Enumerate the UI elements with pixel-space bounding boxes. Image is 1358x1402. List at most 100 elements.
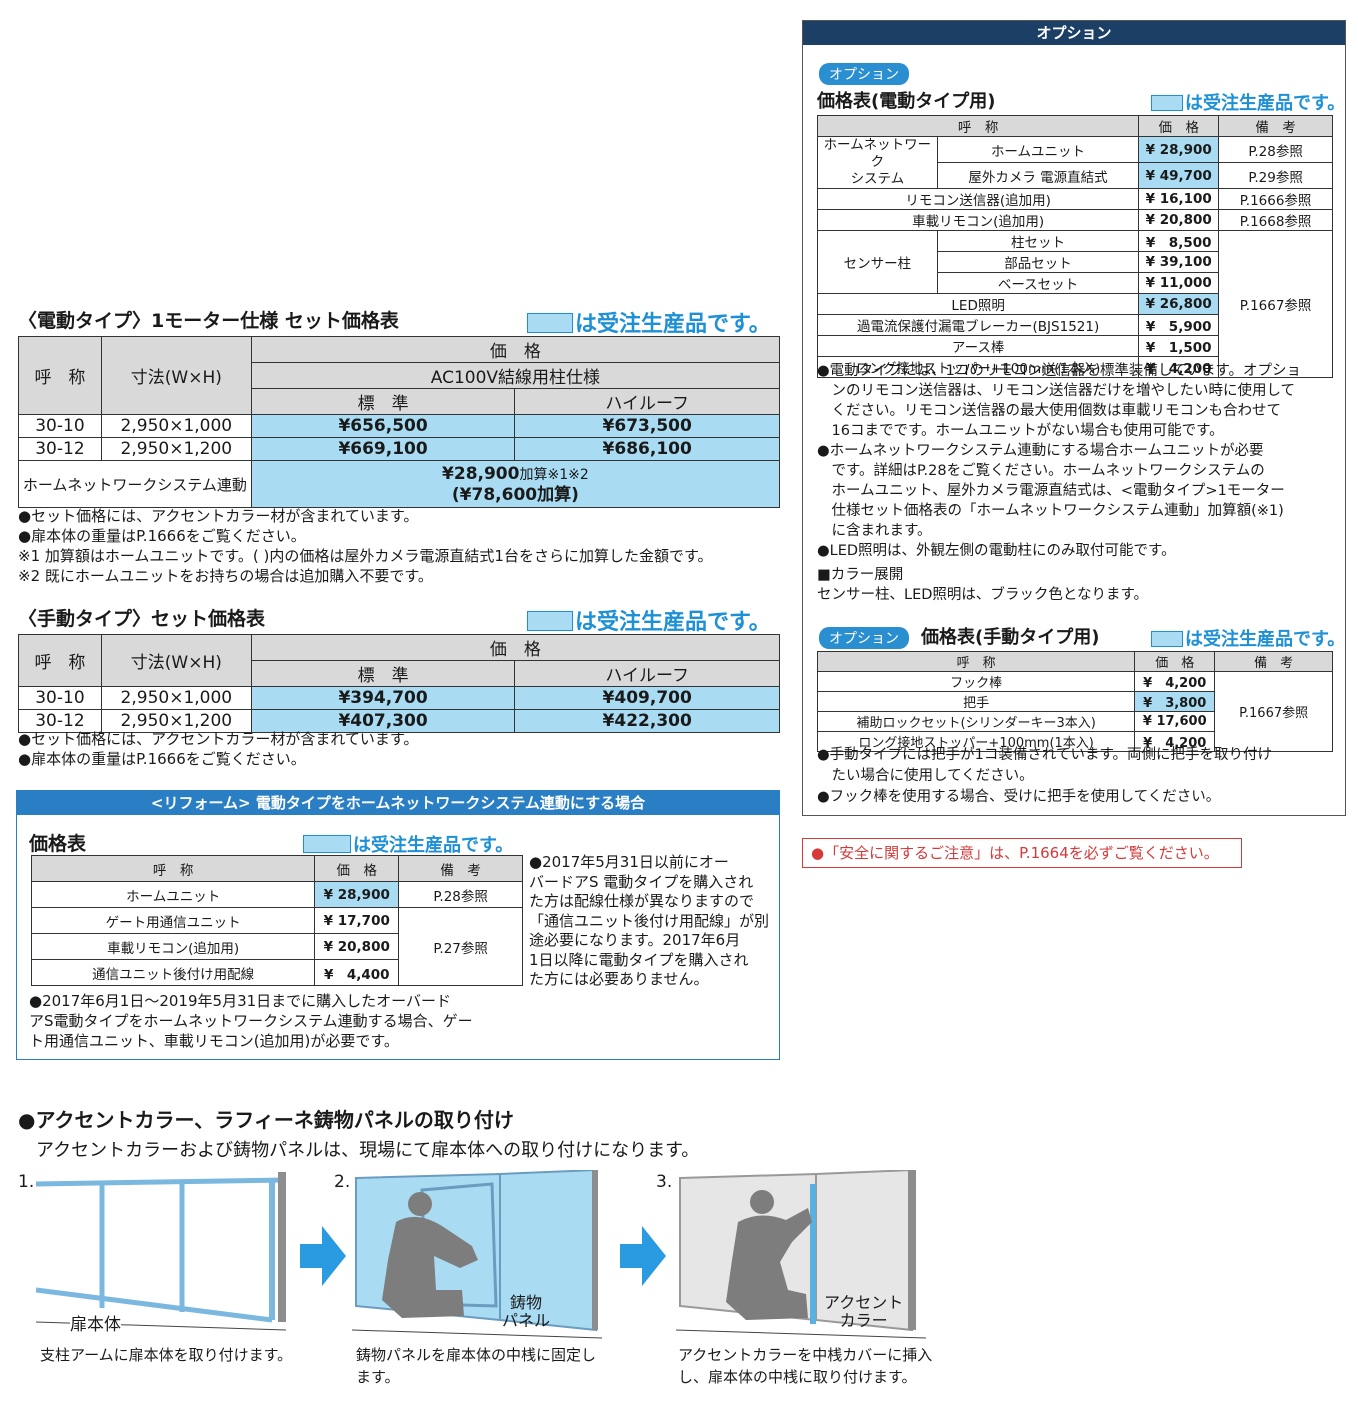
- manual-legend: は受注生産品です。: [527, 604, 771, 636]
- row-price: ¥ 8,500: [1138, 230, 1220, 252]
- reform-title: 価格表: [29, 833, 87, 855]
- legend-text: は受注生産品です。: [1185, 93, 1346, 114]
- row-price: ¥ 11,000: [1138, 272, 1220, 294]
- row-name: 車載リモコン(追加用): [816, 209, 1140, 231]
- arrow-right-icon: [620, 1226, 666, 1286]
- row-name: 補助ロックセット(シリンダーキー3本入): [816, 711, 1136, 732]
- table-row: ロング接地ストッパー+100mm(1本入) ¥ 4,200: [816, 356, 1333, 378]
- row-note: P.1666参照: [1218, 188, 1333, 210]
- note-line: です。詳細はP.28をご覧ください。ホームネットワークシステムの: [817, 463, 1265, 479]
- install-title: ●アクセントカラー、ラフィーネ鋳物パネルの取り付け: [18, 1108, 514, 1132]
- table-row: フック棒 ¥ 4,200 P.1667参照: [816, 671, 1333, 752]
- row-name: 過電流保護付漏電ブレーカー(BJS1521): [816, 314, 1140, 336]
- header-highroof: ハイルーフ: [514, 388, 780, 415]
- caption-line: アクセントカラーを中桟カバーに挿入: [678, 1346, 933, 1364]
- row-name: ホームユニット: [936, 136, 1140, 163]
- table-row: 30-10 2,950×1,000 ¥394,700 ¥409,700: [18, 686, 780, 710]
- install-subtitle: アクセントカラーおよび鋳物パネルは、現場にて扉本体への取り付けになります。: [36, 1140, 700, 1161]
- row-price-std: ¥669,100: [250, 437, 516, 461]
- row-price-high: ¥673,500: [514, 414, 780, 438]
- manual-notes: ●セット価格には、アクセントカラー材が含まれています。 ●扉本体の重量はP.16…: [18, 729, 418, 769]
- row-note: P.28参照: [398, 881, 523, 908]
- header-price: 価 格: [1134, 651, 1216, 672]
- header-price: 価 格: [1138, 115, 1220, 137]
- row-name: ベースセット: [936, 272, 1140, 294]
- row-note: P.29参照: [1218, 162, 1333, 189]
- step-label: アクセント カラー: [824, 1293, 904, 1330]
- note-line: 16コまでです。ホームユニットがない場合も使用可能です。: [817, 423, 1224, 439]
- row-price: ¥ 16,100: [1138, 188, 1220, 210]
- header-name: 呼 称: [816, 115, 1140, 137]
- step1-illustration: [36, 1172, 287, 1331]
- row-price: ¥ 49,700: [1138, 162, 1220, 189]
- note-line: た方は配線仕様が異なりますので: [529, 892, 755, 910]
- table-row: センサー柱 柱セット ¥ 8,500 P.1667参照: [817, 230, 1333, 378]
- row-note: P.1667参照: [1218, 230, 1333, 378]
- motor-legend: は受注生産品です。: [527, 306, 771, 338]
- row-name: ロング接地ストッパー+100mm(1本入): [816, 356, 1140, 378]
- step-caption: 支柱アームに扉本体を取り付けます。: [40, 1346, 293, 1364]
- option-pill-manual: オプション: [819, 627, 909, 649]
- row-size: 2,950×1,200: [100, 437, 252, 461]
- row-price-std: ¥656,500: [250, 414, 516, 438]
- note-line: ●セット価格には、アクセントカラー材が含まれています。: [18, 730, 419, 748]
- legend-swatch: [527, 313, 573, 333]
- home-price2: (¥78,600加算): [451, 484, 579, 505]
- row-price: ¥ 20,800: [1138, 209, 1220, 231]
- header-note: 備 考: [1214, 651, 1333, 672]
- table-row: 30-12 2,950×1,200 ¥669,100 ¥686,100: [18, 437, 780, 461]
- table-row: 屋外カメラ 電源直結式 ¥ 49,700 P.29参照: [818, 162, 1333, 189]
- color-text: センサー柱、LED照明は、ブラック色となります。: [817, 587, 1149, 603]
- note-line: た方には必要ありません。: [529, 970, 709, 988]
- header-price: 価 格: [250, 336, 781, 363]
- row-price: ¥ 17,600: [1134, 711, 1216, 732]
- option-notes-manual: ●手動タイプには把手が1コ装備されています。両側に把手を取り付け たい場合に使用…: [817, 745, 1272, 808]
- motor-price-table: 呼 称 寸法(W×H) 価 格 AC100V結線用柱仕様 標 準 ハイルーフ 3…: [18, 336, 781, 508]
- option-manual-table: 呼 称 価 格 備 考 フック棒 ¥ 4,200 P.1667参照 把手 ¥ 3…: [816, 651, 1333, 752]
- table-row: 把手 ¥ 3,800: [816, 691, 1333, 712]
- table-row: ゲート用通信ユニット ¥ 17,700 P.27参照: [30, 907, 523, 986]
- row-name: ホームユニット: [30, 881, 316, 908]
- note-line: ンのリモコン送信器は、リモコン送信器だけを増やしたい時に使用して: [817, 383, 1296, 399]
- caption-line: 鋳物パネルを扉本体の中桟に固定し: [356, 1346, 597, 1364]
- legend-text: は受注生産品です。: [575, 610, 771, 635]
- hns-group: ホームネットワーク システム: [817, 136, 938, 189]
- option-title-manual: 価格表(手動タイプ用): [921, 627, 1100, 648]
- option-legend-manual: は受注生産品です。: [1151, 625, 1345, 651]
- note-line: 仕様セット価格表の「ホームネットワークシステム連動」加算額(※1): [817, 503, 1284, 519]
- note-line: ※2 既にホームユニットをお持ちの場合は追加購入不要です。: [18, 567, 433, 585]
- sensor-group: センサー柱: [817, 230, 938, 294]
- table-row: 30-10 2,950×1,000 ¥656,500 ¥673,500: [18, 414, 780, 438]
- row-note: P.28参照: [1218, 136, 1333, 163]
- step3-illustration: [676, 1170, 926, 1339]
- note-line: ●LED照明は、外観左側の電動柱にのみ取付可能です。: [817, 543, 1176, 559]
- row-name: リモコン送信器(追加用): [816, 188, 1140, 210]
- header-price: 価 格: [250, 634, 781, 661]
- row-name: 車載リモコン(追加用): [30, 933, 316, 960]
- note-line: ホームユニット、屋外カメラ電源直結式は、<電動タイプ>1モーター: [817, 483, 1285, 499]
- note-line: たい場合に使用してください。: [817, 768, 1034, 784]
- note-line: ●セット価格には、アクセントカラー材が含まれています。: [18, 507, 419, 525]
- table-row: ホームネットワークシステム連動 ¥28,900加算※1※2 (¥78,600加算…: [18, 460, 781, 508]
- row-price-std: ¥394,700: [250, 686, 516, 710]
- row-price: ¥ 20,800: [314, 933, 400, 960]
- row-price-std: ¥407,300: [250, 709, 516, 733]
- header-standard: 標 準: [250, 660, 516, 687]
- header-note: 備 考: [1218, 115, 1333, 137]
- reform-box: <リフォーム> 電動タイプをホームネットワークシステム連動にする場合 価格表 は…: [16, 790, 780, 1060]
- color-title: ■カラー展開: [817, 567, 904, 583]
- legend-swatch: [1151, 631, 1183, 647]
- note-line: ●手動タイプには把手が1コ装備されています。両側に把手を取り付け: [817, 747, 1272, 763]
- option-title-motor: 価格表(電動タイプ用): [817, 91, 996, 112]
- legend-text: は受注生産品です。: [353, 835, 514, 856]
- note-line: バードアS 電動タイプを購入され: [529, 872, 754, 891]
- row-price-high: ¥686,100: [514, 437, 780, 461]
- note-line: ●扉本体の重量はP.1666をご覧ください。: [18, 527, 306, 545]
- note-line: ト用通信ユニット、車載リモコン(追加用)が必要です。: [29, 1032, 399, 1050]
- note-line: 「通信ユニット後付け用配線」が別: [529, 911, 770, 930]
- caption-line: ます。: [356, 1368, 400, 1386]
- row-name: 30-12: [18, 709, 102, 733]
- row-price: ¥ 5,900: [1138, 314, 1220, 336]
- row-name: フック棒: [816, 671, 1136, 692]
- note-line: ※1 加算額はホームユニットです。( )内の価格は屋外カメラ電源直結式1台をさら…: [18, 547, 713, 565]
